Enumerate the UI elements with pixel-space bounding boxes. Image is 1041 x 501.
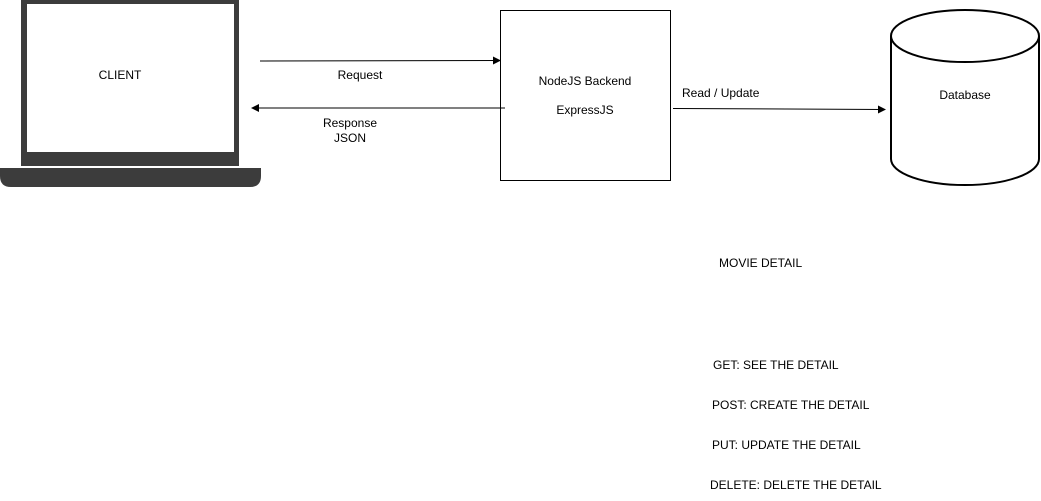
notes-title: MOVIE DETAIL — [719, 256, 803, 270]
database-label: Database — [939, 88, 991, 102]
note-post: POST: CREATE THE DETAIL — [712, 398, 870, 412]
note-get: GET: SEE THE DETAIL — [713, 358, 839, 372]
db-link-label: Read / Update — [682, 86, 760, 100]
request-label: Request — [337, 68, 383, 82]
note-put: PUT: UPDATE THE DETAIL — [712, 438, 861, 452]
backend-title: NodeJS Backend — [538, 74, 632, 88]
client-label: CLIENT — [98, 68, 142, 82]
backend-framework: ExpressJS — [556, 103, 614, 117]
request-arrow — [259, 56, 501, 65]
backend-box[interactable] — [500, 10, 671, 181]
response-label: Response — [322, 116, 378, 130]
database-cylinder[interactable] — [890, 9, 1040, 186]
response-format-label: JSON — [333, 131, 366, 145]
laptop-icon — [0, 0, 261, 187]
db-arrow — [672, 105, 886, 114]
note-delete: DELETE: DELETE THE DETAIL — [710, 478, 882, 492]
